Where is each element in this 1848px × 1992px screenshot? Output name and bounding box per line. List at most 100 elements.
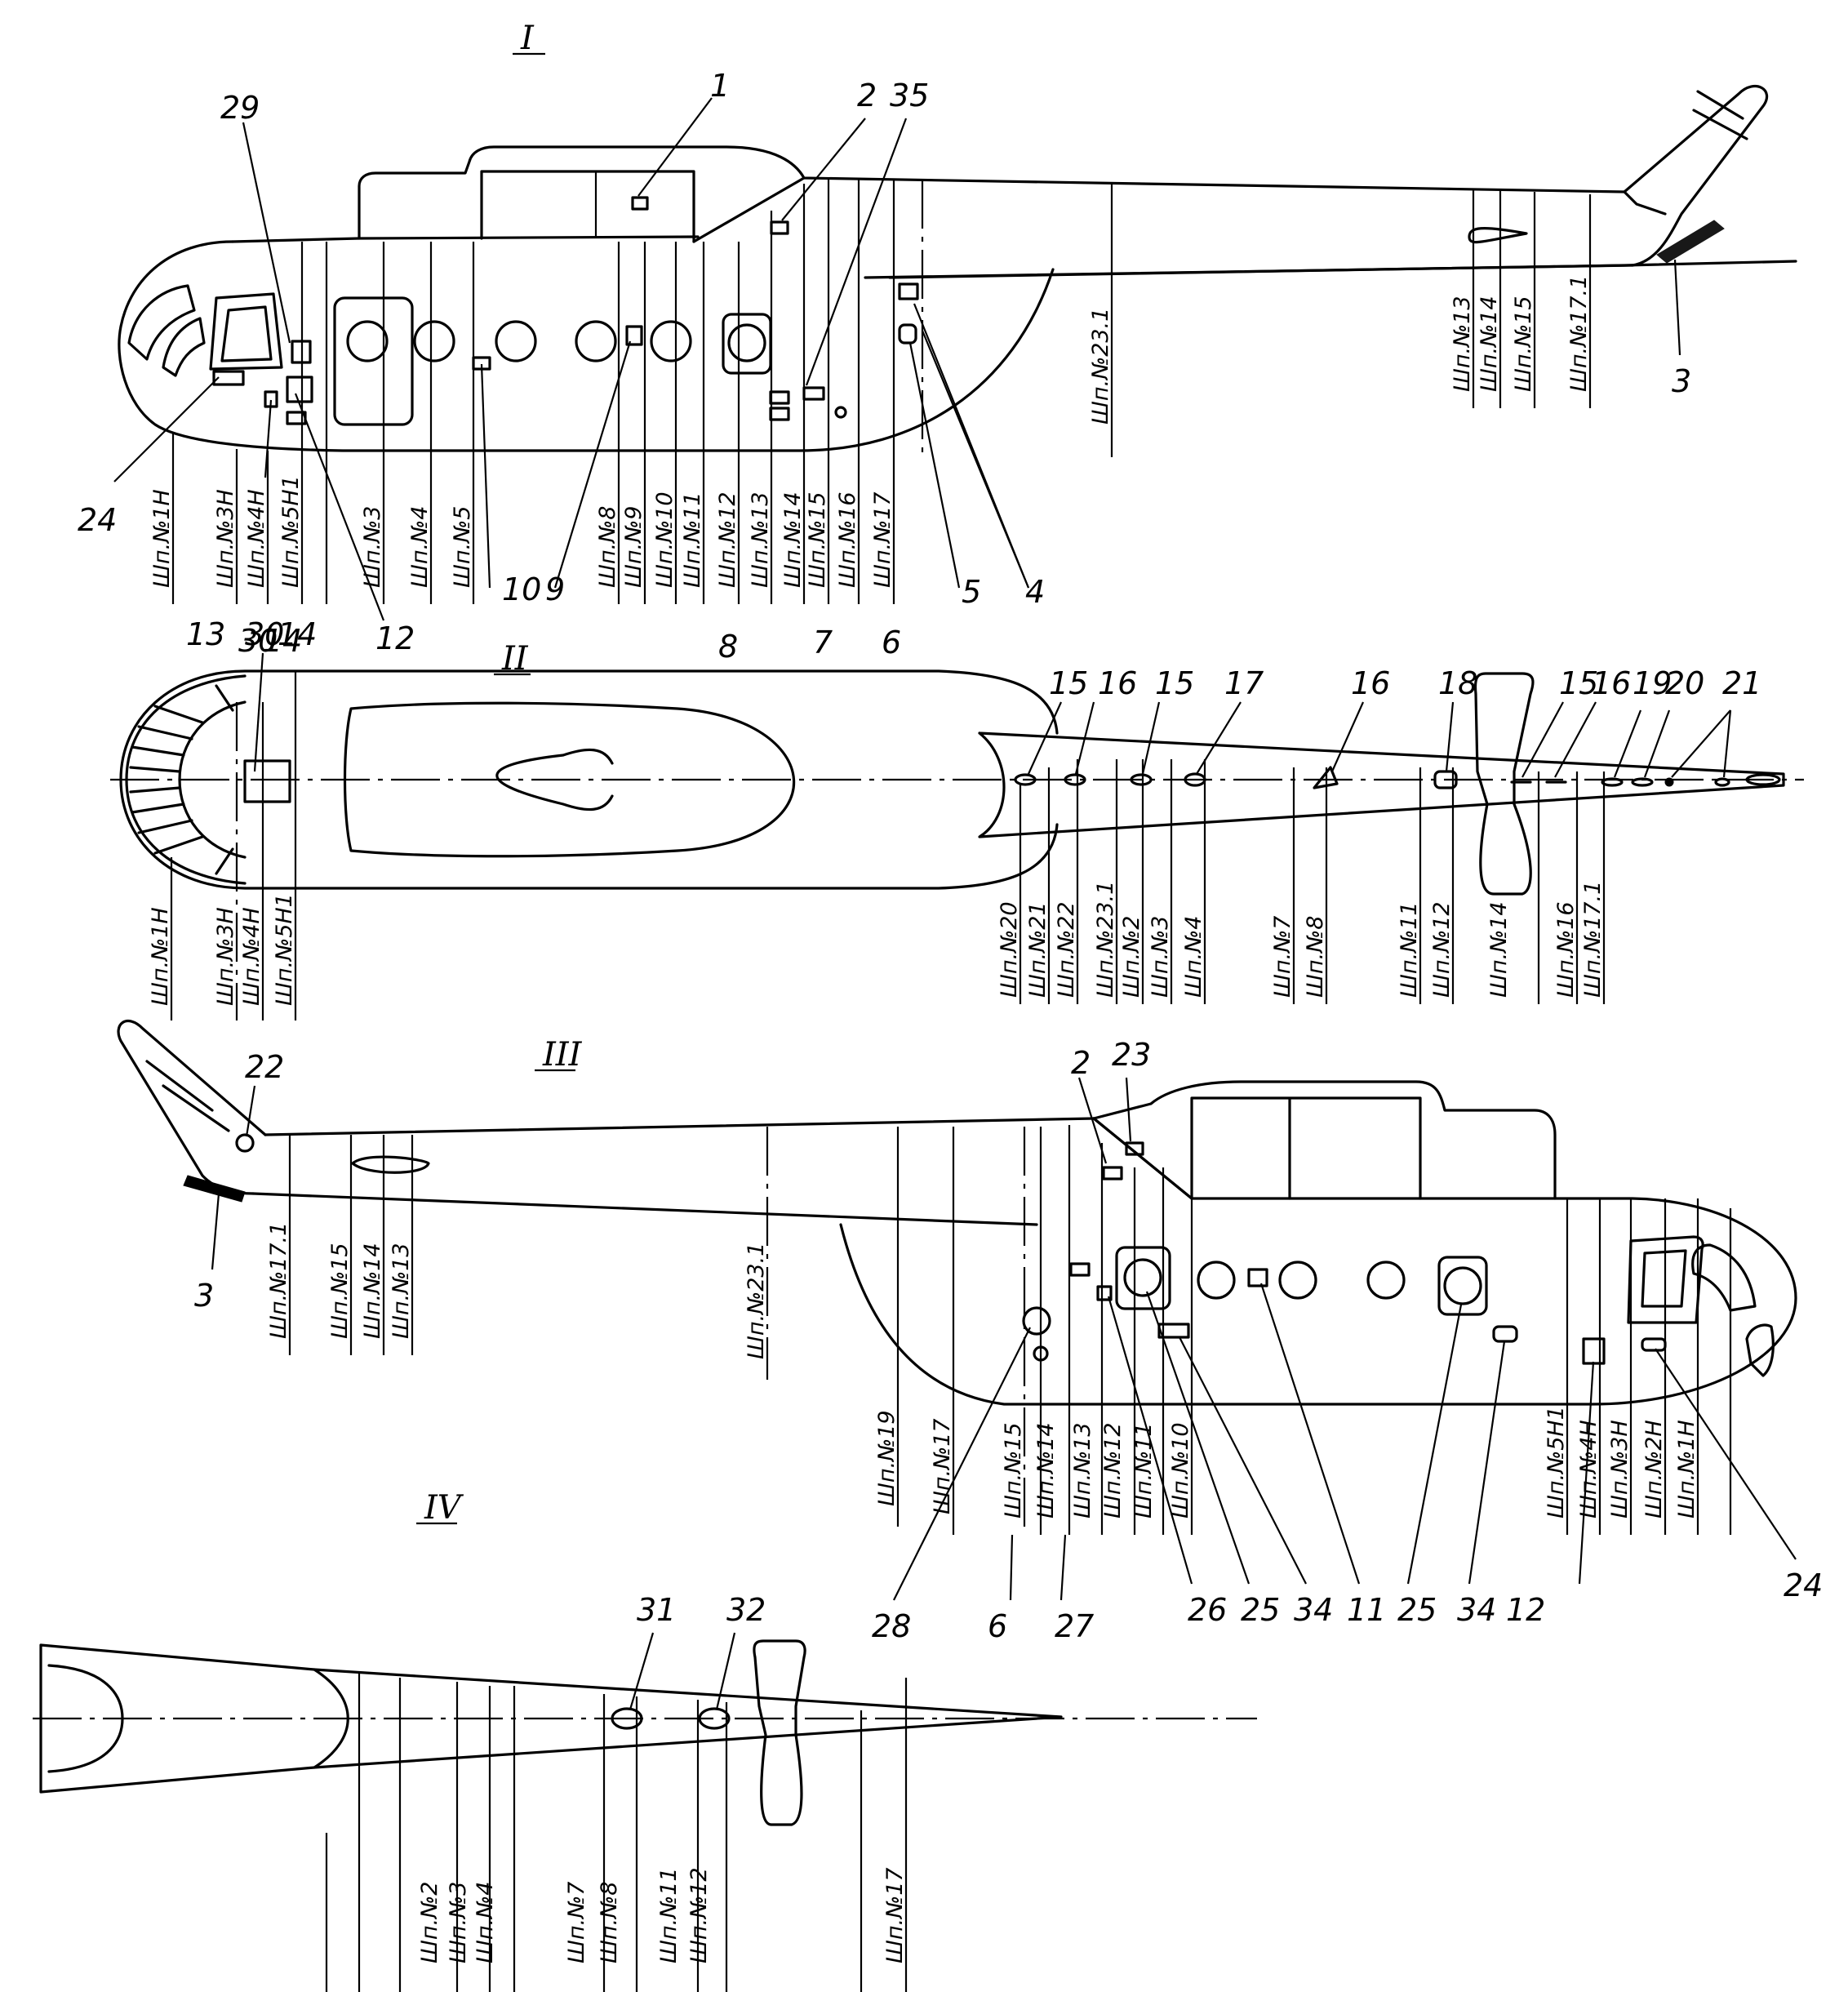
callout: 2: [1071, 1045, 1091, 1081]
view-3-fuselage-outline: [839, 1117, 1797, 1406]
frame-label: Шп.№16: [1553, 901, 1579, 998]
view-2-engine-intake: [495, 748, 614, 811]
frame-label: Шп.№4Н: [239, 907, 264, 1006]
frame-label: Шп.№2: [1119, 916, 1144, 998]
view-1-label: I: [520, 20, 535, 57]
view-2-nose-glazing: [125, 674, 247, 885]
frame-label: Шп.№15: [805, 491, 830, 588]
callout: 13: [186, 616, 225, 652]
frame-label: Шп.№14: [1486, 901, 1512, 998]
callout: 10: [502, 571, 541, 607]
callout: 23: [1112, 1037, 1151, 1073]
view-3-tail-pylon: [117, 1019, 267, 1195]
frame-label: Шп.№7: [1270, 916, 1295, 998]
frame-label: Шп.№20: [997, 901, 1022, 998]
view-1-engine-cowling: [358, 145, 1667, 240]
view-4-tailboom: [313, 1668, 1063, 1769]
callout: 8: [718, 629, 738, 665]
view-3-label: III: [542, 1036, 583, 1074]
frame-label: Шп.№17.1: [266, 1222, 291, 1339]
frame-label: Шп.№13: [748, 491, 773, 588]
callout: 32: [726, 1592, 766, 1628]
view-3-cockpit-window-2: [1641, 1249, 1687, 1308]
callout: 4: [1025, 574, 1045, 610]
view-1-window: [495, 320, 537, 362]
frame-label: Шп.№10: [652, 491, 677, 588]
frame-label: Шп.№12: [715, 491, 740, 588]
frame-label: Шп.№10: [1168, 1422, 1193, 1518]
frame-label: Шп.№8: [597, 1882, 622, 1963]
callout: 9: [545, 571, 565, 607]
callout: 30: [238, 623, 278, 659]
frame-label: Шп.№19: [874, 1410, 900, 1506]
frame-label: Шп.№2Н: [1641, 1420, 1667, 1518]
callout: 6: [988, 1608, 1007, 1644]
frame-label: Шп.№1Н: [148, 907, 173, 1006]
callout: 29: [220, 90, 260, 126]
view-3-hatch: [1115, 1246, 1171, 1310]
frame-label: Шп.№23.1: [1093, 881, 1118, 998]
callout: 12: [375, 620, 415, 656]
callout: 28: [872, 1608, 911, 1644]
frame-label: Шп.№3: [360, 506, 385, 588]
callout: 1: [710, 68, 730, 104]
callout: 24: [78, 502, 117, 538]
view-1: I: [78, 20, 1797, 665]
view-2-frame-lines: [170, 671, 1606, 1020]
view-1-hatch-window: [727, 323, 766, 362]
frame-label: Шп.№5Н1: [1544, 1406, 1569, 1518]
frame-label: Шп.№23.1: [744, 1243, 769, 1359]
callout: 22: [245, 1049, 284, 1085]
frame-label: Шп.№3: [1148, 916, 1173, 998]
callout: 3: [194, 1278, 214, 1314]
view-2-boom-items: [1014, 766, 1781, 789]
view-1-callouts: 1 2 35 29 3 24 13 30 14 12 10 9 8 7 6 5 …: [78, 68, 1691, 665]
callout: 34: [1294, 1592, 1333, 1628]
frame-label: Шп.№4Н: [244, 489, 269, 588]
view-1-tailboom-bottom: [864, 264, 1634, 279]
frame-label: Шп.№15: [1001, 1422, 1026, 1518]
callout: 12: [1506, 1592, 1545, 1628]
view-2: II: [110, 623, 1804, 1020]
view-1-cockpit-window-1: [127, 284, 196, 361]
callout: 11: [1347, 1592, 1386, 1628]
view-1-cockpit-window-4: [220, 305, 273, 362]
callout: 35: [890, 78, 929, 113]
view-1-fuselage-outline: [118, 240, 1797, 452]
view-2-fuselage-outline: [119, 669, 1785, 890]
view-1-window: [413, 320, 455, 362]
frame-label: Шп.№5Н1: [272, 893, 297, 1006]
frame-label: Шп.№22: [1054, 901, 1079, 998]
callout: 26: [1188, 1592, 1227, 1628]
frame-label: Шп.№11: [656, 1867, 682, 1963]
view-1-cabin-door: [333, 296, 414, 426]
frame-label: Шп.№7: [564, 1882, 589, 1963]
view-3-window: [1197, 1261, 1236, 1300]
frame-label: Шп.№3: [446, 1882, 471, 1963]
frame-label: Шп.№1Н: [1674, 1420, 1699, 1518]
view-3-hatch: [1437, 1256, 1488, 1316]
frame-label: Шп.№17: [882, 1867, 908, 1963]
frame-label: Шп.№4: [407, 506, 433, 588]
callout: 27: [1055, 1608, 1094, 1644]
view-1-frame-lines: [171, 180, 1592, 604]
view-4-fuselage-rear: [39, 1643, 349, 1794]
callout: 20: [1665, 665, 1704, 701]
view-3-tail-bumper: [183, 1175, 246, 1203]
frame-label: Шп.№8: [595, 506, 620, 588]
view-1-cockpit-window-3: [209, 292, 283, 371]
view-4-antenna-31: [611, 1707, 643, 1730]
view-1-fuselage-top: [231, 235, 700, 243]
callout: 17: [1224, 665, 1264, 701]
frame-label: Шп.№3Н: [1607, 1420, 1633, 1518]
frame-label: Шп.№13: [389, 1243, 414, 1339]
view-4-leaders: [629, 1632, 736, 1710]
callout: 15: [1049, 665, 1088, 701]
frame-label: Шп.№14: [780, 491, 806, 588]
view-3-window: [1366, 1261, 1406, 1300]
callout: 30: [245, 616, 284, 652]
frame-label: Шп.№5: [450, 506, 475, 588]
view-3-engine-cowling: [1092, 1080, 1557, 1200]
frame-label: Шп.№11: [1397, 901, 1422, 998]
